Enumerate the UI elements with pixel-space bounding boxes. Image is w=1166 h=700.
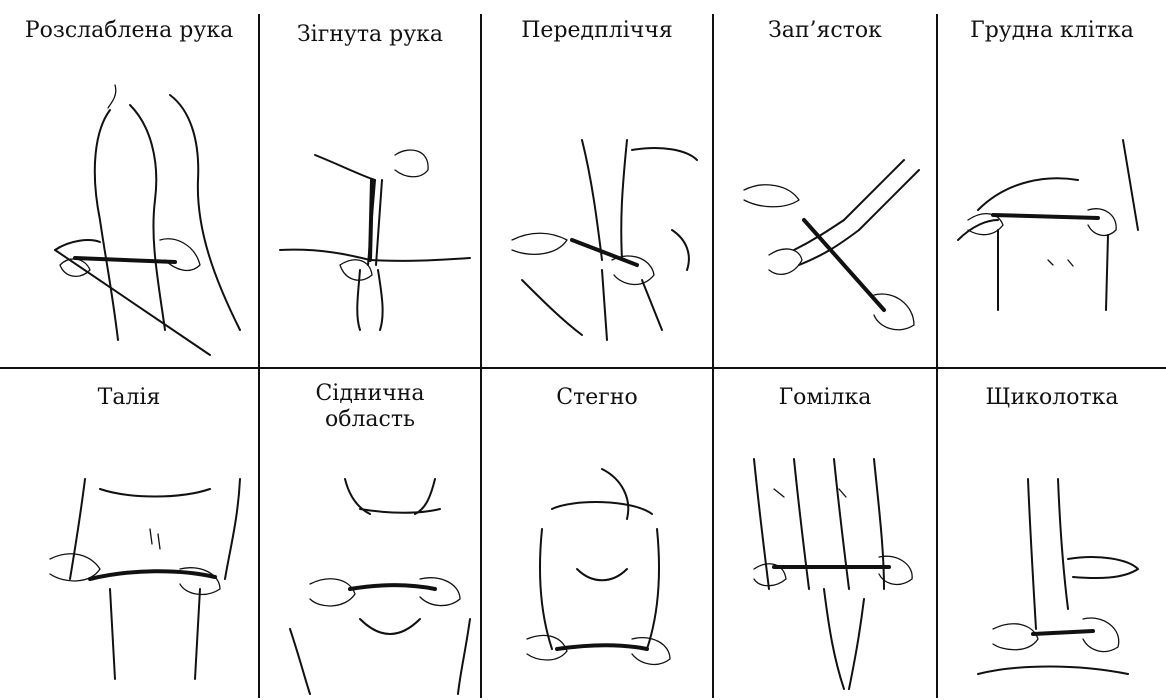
cell-calf: Гомілка [714,369,936,700]
cell-label: Талія [0,385,258,411]
wrist-measurement-icon [714,80,936,367]
cell-label: Зігнута рука [260,22,480,48]
cell-forearm: Передпліччя [482,0,712,367]
cell-thigh: Стегно [482,369,712,700]
cell-label: Стегно [482,385,712,411]
cell-label: Гомілка [714,385,936,411]
cell-label: Грудна клітка [938,18,1166,44]
calf-measurement-icon [714,449,936,700]
flexed-arm-measurement-icon [260,80,480,367]
cell-label: Зап’ясток [714,18,936,44]
chest-measurement-icon [938,80,1166,367]
cell-relaxed-arm: Розслаблена рука [0,0,258,367]
thigh-measurement-icon [482,459,712,700]
cell-label: Передпліччя [482,18,712,44]
relaxed-arm-measurement-icon [0,80,258,367]
hip-measurement-icon [260,469,480,700]
waist-measurement-icon [0,459,258,700]
cell-label: Сіднична область [260,381,480,433]
cell-waist: Талія [0,369,258,700]
cell-chest: Грудна клітка [938,0,1166,367]
forearm-measurement-icon [482,80,712,367]
cell-hip: Сіднична область [260,369,480,700]
cell-flexed-arm: Зігнута рука [260,0,480,367]
cell-label: Щиколотка [938,385,1166,411]
ankle-measurement-icon [938,459,1166,700]
cell-label: Розслаблена рука [0,18,258,44]
cell-ankle: Щиколотка [938,369,1166,700]
cell-wrist: Зап’ясток [714,0,936,367]
